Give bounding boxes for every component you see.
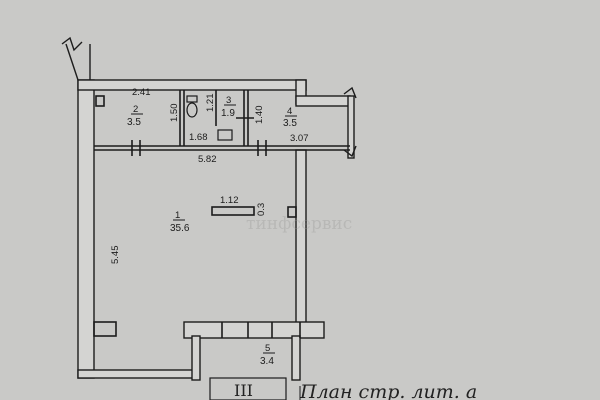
- room-5-area: 3.4: [260, 356, 274, 367]
- room-5-number: 5: [265, 343, 270, 354]
- dimension-5-82: 5.82: [198, 154, 217, 165]
- room-number-underlines: [131, 104, 297, 354]
- dimension-2-41: 2.41: [132, 87, 151, 98]
- dimension-1-21: 1.21: [205, 94, 216, 113]
- sink-icon: [217, 129, 233, 141]
- room-1-number: 1: [175, 210, 180, 221]
- break-line-top-left: [65, 43, 79, 81]
- toilet-icon: [186, 95, 198, 118]
- room-3-area: 1.9: [221, 108, 235, 119]
- room-2-number: 2: [133, 104, 138, 115]
- wall-balcony-left: [191, 335, 201, 381]
- wall-step-horizontal: [295, 95, 351, 107]
- wall-balcony-right: [291, 335, 301, 381]
- break-mark-right: [343, 86, 357, 99]
- wall-balcony-top: [183, 321, 325, 339]
- break-marks: [61, 36, 357, 158]
- dimension-0-3: 0.3: [256, 203, 267, 216]
- dimension-1-40: 1.40: [254, 106, 265, 125]
- watermark-text: тинфсервис: [246, 214, 352, 234]
- dimension-3-07: 3.07: [290, 133, 309, 144]
- room-4-area: 3.5: [283, 118, 297, 129]
- room-2-area: 3.5: [127, 117, 141, 128]
- room-1-area: 35.6: [170, 223, 190, 234]
- wall-right-corridor: [347, 95, 355, 159]
- dimension-1-50: 1.50: [169, 104, 180, 123]
- room-4-number: 4: [287, 106, 292, 117]
- column-112: [211, 206, 255, 216]
- wall-right-main: [295, 149, 307, 337]
- dimension-1-12: 1.12: [220, 195, 239, 206]
- caption-text: План стр. лит. а: [299, 381, 477, 400]
- wall-left: [77, 79, 95, 379]
- dimension-5-45: 5.45: [110, 246, 121, 265]
- break-mark-top-left: [61, 36, 83, 52]
- dimension-1-68: 1.68: [189, 132, 208, 143]
- caption-litera: III: [234, 381, 253, 400]
- break-mark-right-lower: [343, 145, 357, 158]
- partitions: [93, 90, 350, 338]
- window-marker-left: [93, 321, 117, 337]
- caption-box: [209, 377, 287, 400]
- cabinet-marker: [95, 95, 105, 107]
- room-3-number: 3: [226, 95, 231, 106]
- wall-top: [77, 79, 307, 91]
- wall-bottom: [77, 369, 199, 379]
- wall-niche: [287, 206, 297, 218]
